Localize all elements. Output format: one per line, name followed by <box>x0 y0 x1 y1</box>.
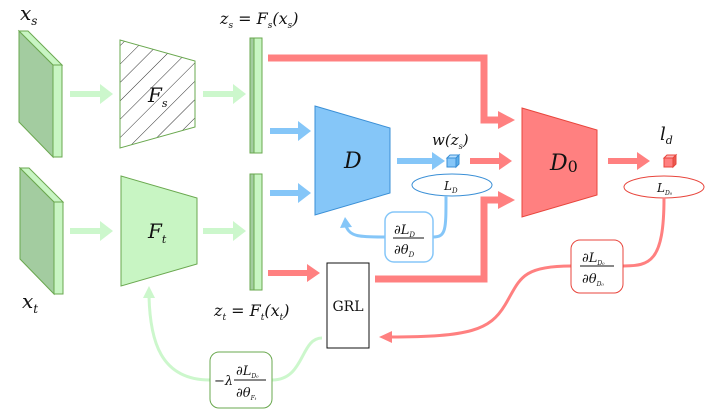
target-input-slab <box>18 166 65 296</box>
ld-label: ld <box>660 124 673 147</box>
green-arrows <box>70 84 246 241</box>
grad-D-denominator: ∂θD <box>394 243 415 259</box>
zt-equation: zt = Ft(xt) <box>213 301 290 323</box>
arrow-xs-to-Fs <box>70 84 113 104</box>
arrow-GRL-to-D0 <box>375 196 500 283</box>
xs-label: xs <box>20 1 37 28</box>
LD-label: LD <box>443 179 458 195</box>
LD-loss <box>411 173 493 197</box>
D-label: D <box>343 149 362 174</box>
LD0-label: LD₀ <box>656 181 673 197</box>
zs-equation: zs = Fs(xs) <box>219 9 299 31</box>
D0-network <box>521 107 598 218</box>
Fs-network <box>119 39 196 149</box>
grad-D-to-D-arrow <box>344 225 386 239</box>
arrow-xt-to-Ft <box>70 221 113 241</box>
w-label: w(zs) <box>432 131 469 151</box>
zs-feature-slab <box>249 37 263 154</box>
Ft-label: Ft <box>147 219 167 246</box>
D0-label: D0 <box>549 151 578 176</box>
arrow-Fs-to-zs <box>203 84 246 104</box>
grad-D0-numerator: ∂LD₀ <box>582 251 605 267</box>
D-network <box>314 105 391 216</box>
grad-F-numerator: ∂LD₀ <box>236 364 259 380</box>
grl-label: GRL <box>332 299 363 315</box>
arrow-zs-to-D0 <box>268 54 500 124</box>
grad-D-path <box>432 195 448 239</box>
grad-D-box <box>384 211 434 263</box>
arrow-D-to-w <box>397 152 445 170</box>
source-input-slab <box>17 29 64 159</box>
grad-F-prefix: −λ <box>214 374 233 389</box>
grad-F-path <box>271 336 323 382</box>
w-cube-icon <box>445 153 461 169</box>
Ft-network <box>120 175 198 287</box>
arrow-Ft-to-zt <box>203 221 246 241</box>
arrow-w-to-D0 <box>470 152 512 170</box>
grad-D0-denominator: ∂θD₀ <box>582 272 604 288</box>
xt-label: xt <box>22 289 38 316</box>
arrow-zt-to-GRL <box>268 264 320 282</box>
grad-D0-path <box>622 197 666 268</box>
grad-D0-to-GRL-arrow <box>389 264 572 339</box>
grad-F-denominator: ∂θFₜ <box>236 386 257 402</box>
grad-F-to-Ft-arrow <box>147 295 211 382</box>
grl-box <box>326 262 370 349</box>
arrow-D0-to-ld <box>608 152 650 170</box>
ld-cube-icon <box>662 153 678 169</box>
zt-feature-slab <box>249 173 263 291</box>
arrow-zs-to-D <box>270 121 311 141</box>
arrow-zt-to-D <box>270 183 311 203</box>
grad-D-numerator: ∂LD <box>394 223 415 239</box>
Fs-label: Fs <box>147 83 168 110</box>
